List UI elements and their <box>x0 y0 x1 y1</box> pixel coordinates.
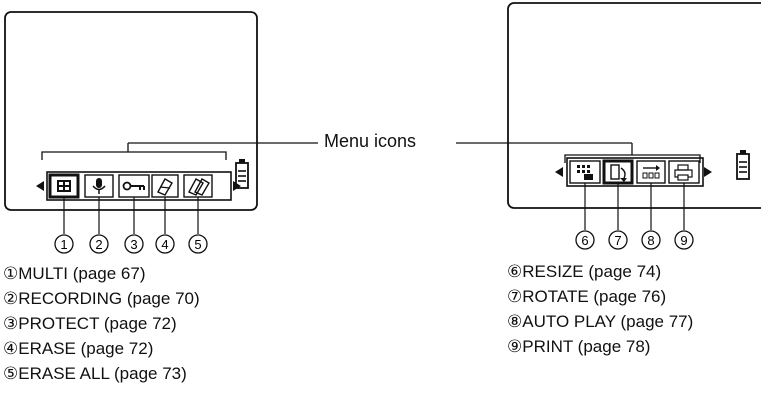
callout-number: 2 <box>95 237 102 252</box>
left-number-callouts: 1 2 3 4 5 <box>54 234 208 254</box>
legend-item-print: ⑨PRINT (page 78) <box>507 336 650 357</box>
legend-item-erase: ④ERASE (page 72) <box>3 338 153 359</box>
key-icon <box>118 174 150 198</box>
legend-marker: ⑦ <box>507 287 523 306</box>
legend-text: ERASE (page 72) <box>18 339 154 358</box>
legend-text: PROTECT (page 72) <box>18 314 177 333</box>
callout-number: 4 <box>161 237 168 252</box>
right-arrow-icon <box>704 167 712 177</box>
erase-icon <box>151 174 179 198</box>
left-arrow-icon <box>555 167 563 177</box>
legend-item-protect: ③PROTECT (page 72) <box>3 313 177 334</box>
legend-marker: ⑥ <box>507 262 523 281</box>
legend-item-resize: ⑥RESIZE (page 74) <box>507 261 661 282</box>
resize-icon <box>569 160 601 184</box>
legend-text: MULTI (page 67) <box>18 264 146 283</box>
legend-text: PRINT (page 78) <box>522 337 651 356</box>
callout-number: 1 <box>60 237 67 252</box>
callout-number: 9 <box>680 233 687 248</box>
legend-text: AUTO PLAY (page 77) <box>522 312 694 331</box>
callout-number: 7 <box>614 233 621 248</box>
battery-icon <box>736 150 750 180</box>
legend-text: RECORDING (page 70) <box>18 289 200 308</box>
battery-icon <box>235 159 249 189</box>
legend-marker: ⑤ <box>3 364 19 383</box>
menu-icons-label: Menu icons <box>324 131 417 151</box>
legend-text: ROTATE (page 76) <box>522 287 667 306</box>
legend-item-erase-all: ⑤ERASE ALL (page 73) <box>3 363 187 384</box>
left-lcd-screen <box>4 11 258 211</box>
left-connectors <box>63 197 199 234</box>
right-number-callouts: 6 7 8 9 <box>575 230 694 250</box>
legend-marker: ③ <box>3 314 19 333</box>
legend-item-rotate: ⑦ROTATE (page 76) <box>507 286 666 307</box>
multi-icon <box>48 173 80 199</box>
legend-marker: ⑨ <box>507 337 523 356</box>
callout-number: 6 <box>581 233 588 248</box>
legend-text: ERASE ALL (page 73) <box>18 364 187 383</box>
rotate-icon <box>602 159 634 185</box>
right-connectors <box>584 183 685 230</box>
auto-play-icon <box>636 160 666 184</box>
right-lcd-screen <box>507 2 761 209</box>
legend-marker: ⑧ <box>507 312 523 331</box>
right-menu-bar <box>566 157 704 187</box>
menu-icons-callout <box>41 142 701 163</box>
left-arrow-icon <box>36 181 44 191</box>
right-arrow-icon <box>233 181 241 191</box>
microphone-icon <box>84 174 114 198</box>
callout-number: 5 <box>194 237 201 252</box>
legend-text: RESIZE (page 74) <box>522 262 662 281</box>
erase-all-icon <box>183 174 213 198</box>
print-icon <box>668 160 700 184</box>
legend-marker: ② <box>3 289 19 308</box>
legend-marker: ④ <box>3 339 19 358</box>
callout-number: 3 <box>130 237 137 252</box>
legend-marker: ① <box>3 264 19 283</box>
legend-item-auto-play: ⑧AUTO PLAY (page 77) <box>507 311 693 332</box>
legend-item-multi: ①MULTI (page 67) <box>3 263 145 284</box>
callout-number: 8 <box>647 233 654 248</box>
left-menu-bar <box>46 171 232 201</box>
legend-item-recording: ②RECORDING (page 70) <box>3 288 200 309</box>
